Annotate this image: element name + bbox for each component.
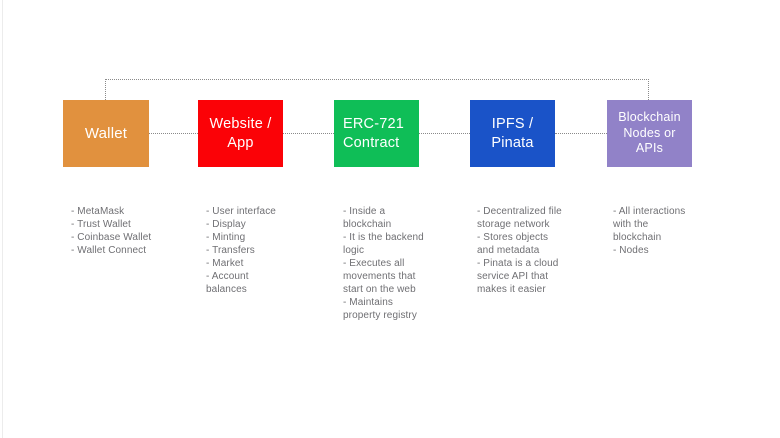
- node-erc721-contract-box: ERC-721 Contract: [334, 100, 419, 167]
- node-blockchain-nodes-box: Blockchain Nodes or APIs: [607, 100, 692, 167]
- slide-edge-line: [2, 0, 3, 438]
- list-blockchain-nodes-items: - All interactions with the blockchain -…: [613, 206, 686, 256]
- node-ipfs-pinata-box: IPFS / Pinata: [470, 100, 555, 167]
- node-website-app-box: Website / App: [198, 100, 283, 167]
- node-wallet-box: Wallet: [63, 100, 149, 167]
- connector-top-left-drop: [105, 79, 106, 100]
- list-ipfs-pinata-items: - Decentralized file storage network - S…: [477, 206, 562, 295]
- connector-top-right-drop: [648, 79, 649, 100]
- list-erc721-contract-items: - Inside a blockchain - It is the backen…: [343, 206, 424, 321]
- list-website-app-items: - User interface - Display - Minting - T…: [206, 206, 276, 295]
- connector-wallet-website: [149, 133, 198, 134]
- connector-website-erc721: [283, 133, 334, 134]
- connector-top-horizontal: [105, 79, 649, 80]
- connector-ipfs-nodes: [555, 133, 607, 134]
- list-wallet-items: - MetaMask - Trust Wallet - Coinbase Wal…: [71, 206, 152, 256]
- connector-erc721-ipfs: [419, 133, 470, 134]
